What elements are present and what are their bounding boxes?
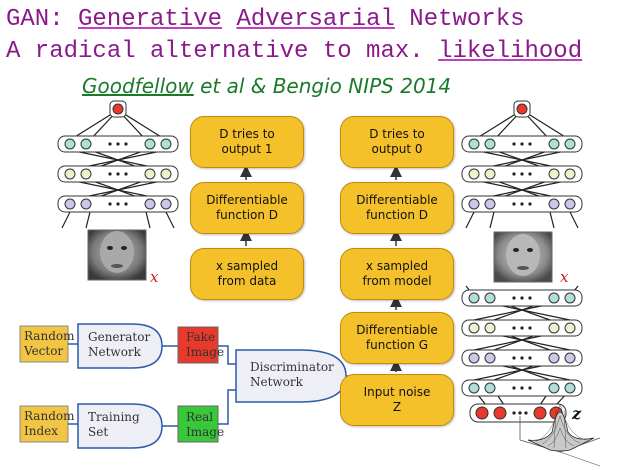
right-d-output-0: D tries to output 0 (340, 116, 454, 168)
left-d-output-1: D tries to output 1 (190, 116, 304, 168)
left-discriminator-network (57, 100, 179, 229)
right-input-noise-label: Input noise Z (363, 385, 431, 414)
right-discriminator-network (461, 100, 583, 229)
right-x-from-model-label: x sampled from model (362, 259, 432, 288)
x-label-left: x (150, 268, 159, 286)
fake-image-label: Fake Image (186, 330, 225, 359)
title-word-generative: Generative (78, 6, 223, 33)
title-line-1: GAN: Generative Adversarial Networks (6, 6, 525, 33)
title-word-adversarial: Adversarial (236, 6, 395, 33)
right-x-from-model: x sampled from model (340, 248, 454, 300)
right-differentiable-g: Differentiable function G (340, 312, 454, 364)
training-set-label: Training Set (88, 410, 140, 439)
generator-network (461, 285, 583, 423)
title-suffix: Networks (394, 6, 525, 33)
left-differentiable-d: Differentiable function D (190, 182, 304, 234)
right-differentiable-d: Differentiable function D (340, 182, 454, 234)
title-line-2: A radical alternative to max. likelihood (6, 38, 582, 65)
left-differentiable-d-label: Differentiable function D (206, 193, 288, 222)
flow-shapes (19, 323, 360, 449)
generator-network-label: Generator Network (88, 330, 151, 359)
right-input-noise: Input noise Z (340, 374, 454, 426)
left-x-from-data: x sampled from data (190, 248, 304, 300)
right-differentiable-g-label: Differentiable function G (356, 323, 438, 352)
citation: Goodfellow et al & Bengio NIPS 2014 (82, 74, 451, 98)
discriminator-network-label: Discriminator Network (250, 360, 334, 389)
citation-name: Goodfellow (82, 74, 194, 98)
title-prefix: GAN: (6, 6, 79, 33)
random-index-label: Random Index (24, 409, 75, 438)
subtitle-word-likelihood: likelihood (438, 38, 583, 65)
right-face-photo (493, 231, 553, 283)
real-image-label: Real Image (186, 410, 225, 439)
random-vector-label: Random Vector (24, 329, 75, 358)
right-d-output-0-label: D tries to output 0 (369, 127, 425, 156)
subtitle-prefix: A radical alternative to max. (6, 38, 439, 65)
noise-distribution-plot (519, 403, 601, 467)
right-differentiable-d-label: Differentiable function D (356, 193, 438, 222)
z-label: z (572, 404, 582, 423)
left-d-output-1-label: D tries to output 1 (219, 127, 275, 156)
left-x-from-data-label: x sampled from data (215, 259, 279, 288)
citation-rest: et al & Bengio NIPS 2014 (193, 74, 452, 98)
x-label-right: x (560, 268, 569, 286)
left-face-photo (87, 229, 147, 281)
